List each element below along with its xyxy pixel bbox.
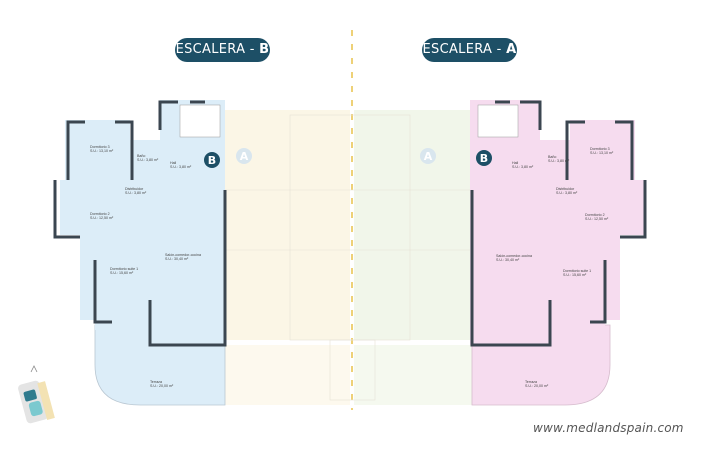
room-area: S.U.: 3,80 m²	[548, 159, 570, 163]
room-name: Terraza	[525, 380, 537, 384]
room-name: Dormitorio 2	[585, 213, 605, 217]
marker-a-right	[420, 148, 436, 164]
unit-left	[60, 100, 225, 345]
marker-a-left-text: A	[240, 150, 249, 163]
room-area: S.U.: 3,80 m²	[125, 191, 147, 195]
unit-left-walls	[53, 100, 227, 347]
marker-b-left-text: B	[208, 154, 216, 167]
faded-terrace-left	[225, 345, 350, 405]
room-area: S.U.: 30,40 m²	[165, 257, 189, 261]
room-name: Dormitorio 3	[90, 145, 110, 149]
north-arrow-icon	[30, 365, 38, 373]
room-area: S.U.: 13,10 m²	[590, 151, 614, 155]
marker-b-right	[476, 150, 492, 166]
escalera-b-prefix: ESCALERA -	[175, 42, 260, 57]
watermark: www.medlandspain.com	[533, 421, 684, 435]
room-area: S.U.: 12,50 m²	[90, 216, 114, 220]
site-key-plan	[18, 365, 55, 424]
room-name: Distribuidor	[125, 187, 144, 191]
room-area: S.U.: 15,60 m²	[563, 273, 587, 277]
room-area: S.U.: 20,00 m²	[525, 384, 549, 388]
marker-a-right-text: A	[424, 150, 433, 163]
room-name: Terraza	[150, 380, 162, 384]
escalera-a-letter: A	[506, 42, 517, 57]
room-name: Dormitorio suite 1	[563, 269, 591, 273]
room-name: Hall	[512, 161, 518, 165]
faded-unit-left	[225, 110, 350, 340]
stair-core-right	[477, 104, 519, 138]
room-name: Salón-comedor-cocina	[165, 253, 201, 257]
unit-right-walls	[470, 100, 647, 347]
escalera-a-label: ESCALERA - A	[422, 38, 517, 62]
room-area: S.U.: 3,80 m²	[137, 158, 159, 162]
escalera-a-prefix: ESCALERA -	[422, 42, 507, 57]
marker-b-left	[204, 152, 220, 168]
marker-b-right-text: B	[480, 152, 488, 165]
room-area: S.U.: 13,10 m²	[90, 149, 114, 153]
room-name: Baño	[548, 155, 556, 159]
unit-right	[470, 100, 645, 345]
escalera-b-letter: B	[259, 42, 270, 57]
room-area: S.U.: 3,80 m²	[170, 165, 192, 169]
room-name: Dormitorio suite 1	[110, 267, 138, 271]
room-name: Hall	[170, 161, 176, 165]
faded-walls	[225, 114, 472, 401]
unit-right-labels: Dormitorio 3 S.U.: 13,10 m² Baño S.U.: 3…	[496, 147, 614, 388]
faded-unit-right	[354, 110, 472, 340]
marker-a-left	[236, 148, 252, 164]
room-area: S.U.: 30,40 m²	[496, 258, 520, 262]
unit-left-labels: Dormitorio 3 S.U.: 13,10 m² Baño S.U.: 3…	[90, 145, 201, 388]
room-area: S.U.: 3,80 m²	[512, 165, 534, 169]
room-name: Baño	[137, 154, 145, 158]
room-area: S.U.: 12,50 m²	[585, 217, 609, 221]
escalera-b-label: ESCALERA - B	[175, 38, 270, 62]
faded-terrace-right	[354, 345, 472, 405]
room-area: S.U.: 15,60 m²	[110, 271, 134, 275]
room-area: S.U.: 3,80 m²	[556, 191, 578, 195]
room-name: Distribuidor	[556, 187, 575, 191]
room-area: S.U.: 20,00 m²	[150, 384, 174, 388]
room-name: Dormitorio 3	[590, 147, 610, 151]
room-name: Dormitorio 2	[90, 212, 110, 216]
stair-core-left	[179, 104, 221, 138]
room-name: Salón-comedor-cocina	[496, 254, 532, 258]
